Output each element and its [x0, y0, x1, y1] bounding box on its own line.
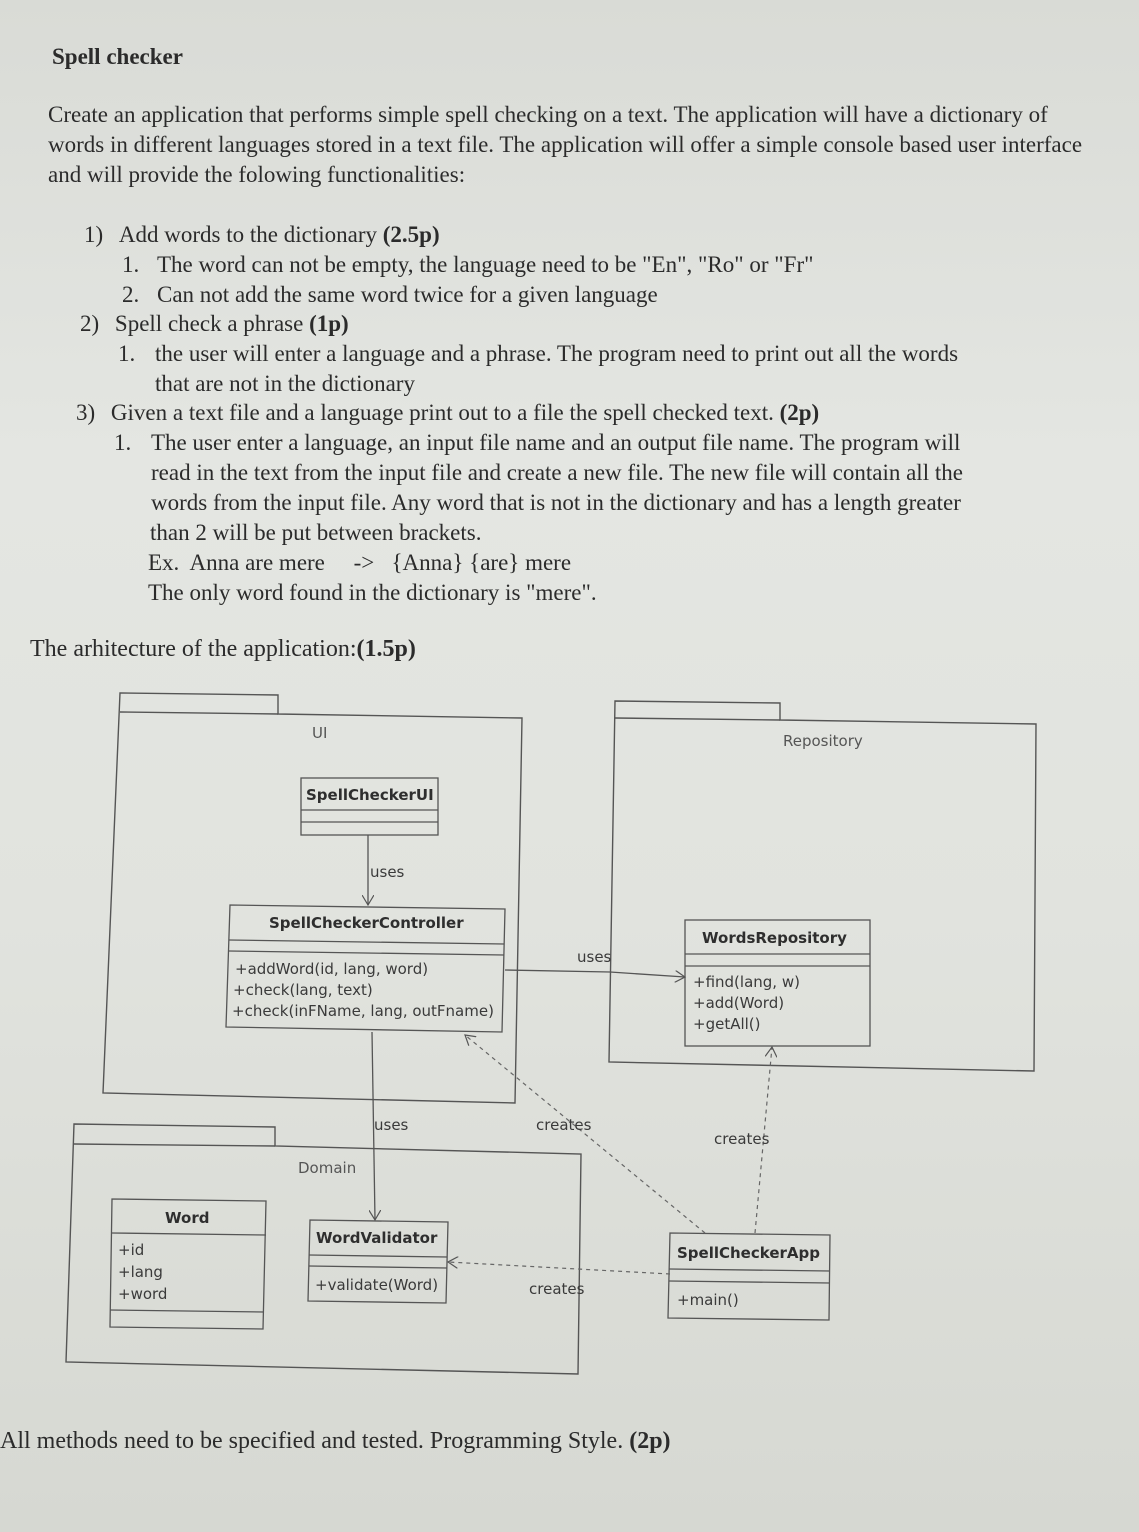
package-domain [65, 1123, 582, 1375]
relation-app-creates-repository [754, 1047, 772, 1234]
class-spell-checker-controller [225, 904, 506, 1033]
relation-label: creates [714, 1130, 770, 1148]
class-member: +check(lang, text) [233, 981, 373, 999]
relation-app-creates-validator [448, 1262, 671, 1275]
class-name: WordValidator [316, 1229, 438, 1247]
intro-paragraph: Create an application that performs simp… [48, 102, 1083, 187]
sub-item-number: 2. [122, 282, 140, 307]
footer-note: All methods need to be specified and tes… [0, 1428, 671, 1455]
architecture-heading: The arhitecture of the application:(1.5p… [30, 636, 416, 663]
example-note: The only word found in the dictionary is… [148, 580, 597, 605]
architecture-label: The arhitecture of the application: [30, 636, 357, 662]
relation-app-creates-controller [465, 1035, 706, 1234]
sub-item-2-1-cont: that are not in the dictionary [155, 371, 415, 396]
class-name: SpellCheckerApp [677, 1244, 820, 1262]
class-member: +word [118, 1285, 167, 1303]
footer-text: All methods need to be specified and tes… [0, 1428, 630, 1454]
class-member: +check(inFName, lang, outFname) [232, 1002, 494, 1020]
sub-item-3-1: 1. The user enter a language, an input f… [114, 428, 960, 458]
sub-item-text: The user enter a language, an input file… [151, 430, 961, 455]
package-domain-label: Domain [298, 1159, 356, 1177]
item-number: 3) [76, 400, 96, 425]
class-spell-checker-app [667, 1232, 831, 1321]
sub-item-1-2: 2. Can not add the same word twice for a… [122, 280, 658, 310]
item-points: (1p) [309, 311, 349, 336]
sub-item-2-1: 1. the user will enter a language and a … [118, 339, 958, 369]
class-member: +lang [118, 1263, 163, 1281]
class-member: +add(Word) [693, 994, 784, 1012]
sub-item-text: the user will enter a language and a phr… [155, 341, 959, 366]
item-number: 2) [80, 311, 100, 336]
class-member: +id [118, 1241, 144, 1259]
class-name: SpellCheckerUI [306, 786, 434, 804]
footer-points: (2p) [629, 1428, 671, 1454]
sub-item-1-1: 1. The word can not be empty, the langua… [122, 250, 814, 280]
document-title: Spell checker [52, 44, 183, 69]
sub-item-number: 1. [118, 341, 136, 366]
class-member: +find(lang, w) [693, 973, 800, 991]
class-name: SpellCheckerController [269, 914, 464, 932]
item-points: (2p) [779, 400, 820, 425]
item-text: Given a text file and a language print o… [110, 400, 780, 425]
item-number: 1) [84, 222, 104, 247]
relation-label: creates [536, 1116, 592, 1134]
item-points: (2.5p) [382, 222, 440, 247]
sub-item-number: 1. [114, 430, 132, 455]
relation-controller-uses-repository [504, 969, 685, 977]
package-ui-label: UI [312, 724, 327, 742]
class-member: +validate(Word) [315, 1276, 438, 1294]
sub-item-3-1-line-2: read in the text from the input file and… [151, 460, 963, 485]
package-repository [608, 700, 1037, 1072]
class-word [109, 1198, 267, 1330]
sub-item-text: Can not add the same word twice for a gi… [157, 282, 658, 307]
item-text: Spell check a phrase [114, 311, 310, 336]
class-member: +main() [677, 1291, 739, 1309]
list-item-3: 3) Given a text file and a language prin… [76, 398, 819, 428]
item-text: Add words to the dictionary [118, 222, 383, 247]
example-line: Ex. Anna are mere -> {Anna} {are} mere [148, 550, 572, 575]
sub-item-3-1-line-4: than 2 will be put between brackets. [150, 520, 482, 545]
list-item-2: 2) Spell check a phrase (1p) [80, 309, 349, 339]
relation-label: creates [529, 1280, 585, 1298]
class-member: +getAll() [693, 1015, 761, 1033]
sub-item-text: The word can not be empty, the language … [157, 252, 814, 277]
class-name: WordsRepository [702, 929, 847, 947]
sub-item-number: 1. [122, 252, 140, 277]
list-item-1: 1) Add words to the dictionary (2.5p) [84, 220, 440, 250]
class-spell-checker-ui [300, 777, 439, 836]
relation-label: uses [577, 948, 612, 966]
sub-item-3-1-line-3: words from the input file. Any word that… [151, 490, 961, 515]
architecture-points: (1.5p) [356, 636, 416, 662]
relation-label: uses [374, 1116, 409, 1134]
class-name: Word [165, 1209, 209, 1227]
package-ui [102, 692, 523, 1104]
class-member: +addWord(id, lang, word) [235, 960, 428, 978]
relation-controller-uses-validator [372, 1031, 375, 1220]
class-word-validator [307, 1219, 449, 1304]
relation-label: uses [370, 863, 405, 881]
package-repository-label: Repository [783, 732, 863, 750]
